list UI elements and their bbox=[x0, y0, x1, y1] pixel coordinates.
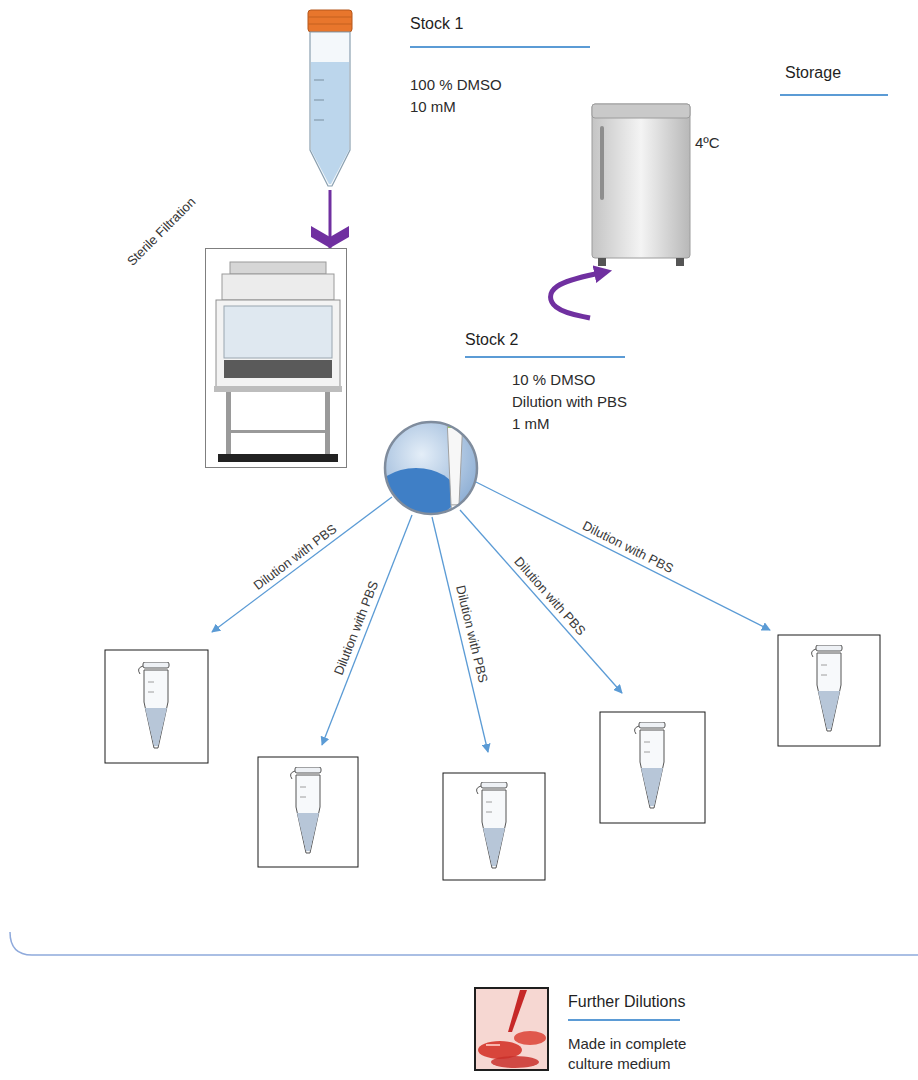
tube-boxes bbox=[105, 635, 880, 880]
cabinet-body bbox=[216, 300, 340, 388]
heading-underline bbox=[410, 46, 590, 48]
cap-ridge bbox=[308, 17, 352, 18]
safety-cabinet bbox=[214, 262, 342, 462]
tube-mark bbox=[314, 120, 324, 121]
eppendorf-tube bbox=[812, 645, 842, 731]
storage-group: Storage 4ºC bbox=[585, 55, 895, 272]
eppendorf-tube bbox=[635, 722, 665, 808]
cabinet-leg bbox=[325, 392, 330, 454]
stock-circle-group: Stock 2 10 % DMSO Dilution with PBS 1 mM bbox=[380, 318, 634, 518]
tube-cap bbox=[308, 10, 352, 32]
pipette bbox=[508, 990, 527, 1032]
photo-frame bbox=[475, 988, 548, 1070]
eppendorf-tube bbox=[477, 782, 507, 868]
arrow-label: Dilution with PBS bbox=[250, 521, 339, 593]
tube-body bbox=[310, 32, 350, 186]
culture-photo bbox=[475, 988, 548, 1070]
dilution-arrows bbox=[212, 482, 770, 752]
eppendorf-tube bbox=[291, 767, 321, 853]
cabinet-opening bbox=[224, 360, 332, 378]
culture-plate bbox=[514, 1031, 546, 1045]
pipette bbox=[447, 418, 463, 505]
fridge-foot bbox=[676, 258, 684, 266]
work-surface bbox=[214, 386, 342, 392]
tube-box bbox=[443, 773, 545, 880]
further-dilutions-group: Further DilutionsMade in complete cultur… bbox=[470, 982, 730, 1077]
storage-curved-arrow bbox=[551, 272, 605, 318]
process-chevron-arrow bbox=[329, 190, 332, 248]
arrow-label: Dilution with PBS bbox=[331, 578, 381, 676]
cabinet-sash bbox=[224, 306, 332, 358]
heading-underline bbox=[465, 356, 625, 358]
step-details: Made in complete culture medium bbox=[568, 1034, 698, 1074]
cabinet-floor bbox=[218, 454, 338, 462]
photo-ring bbox=[385, 422, 477, 514]
cabinet-crossbar bbox=[226, 430, 330, 433]
tube-liquid bbox=[311, 62, 349, 184]
tube-box bbox=[258, 757, 358, 867]
cabinet-top bbox=[230, 262, 326, 274]
tube-box bbox=[600, 712, 705, 823]
heading-underline bbox=[780, 94, 888, 96]
stock-heading: Stock 2 bbox=[465, 330, 518, 350]
group-bracket bbox=[10, 932, 918, 955]
fridge-body bbox=[592, 104, 690, 258]
fridge-foot bbox=[598, 258, 606, 266]
storage-heading: Storage bbox=[785, 63, 841, 83]
fridge-panel bbox=[592, 104, 690, 118]
fridge-handle bbox=[600, 126, 604, 200]
fridge bbox=[592, 104, 690, 266]
stock-tube-group: Stock 1 100 % DMSO 10 mM bbox=[300, 0, 600, 190]
cap-ridge bbox=[308, 24, 352, 25]
pipette-photo bbox=[376, 418, 484, 522]
step-heading: Further Dilutions bbox=[568, 992, 685, 1012]
stock-details: 100 % DMSO 10 mM bbox=[410, 74, 510, 118]
stock-heading: Stock 1 bbox=[410, 14, 463, 34]
eppendorf-tube bbox=[139, 662, 169, 748]
stock-details: 10 % DMSO Dilution with PBS 1 mM bbox=[512, 369, 634, 435]
falcon-tube bbox=[308, 10, 352, 186]
tube-mark bbox=[314, 100, 324, 101]
arrow-label: Dilution with PBS bbox=[511, 553, 588, 638]
process-label: Sterile Filtration bbox=[124, 194, 198, 268]
heading-underlines bbox=[410, 47, 888, 1020]
heading-underline bbox=[568, 1019, 680, 1021]
tube-box bbox=[778, 635, 880, 746]
safety-cabinet-box: Sterile Filtration bbox=[205, 248, 347, 468]
temperature-label: 4ºC bbox=[695, 132, 720, 154]
tube-box bbox=[105, 650, 208, 763]
tube-mark bbox=[314, 80, 324, 81]
cabinet-filter bbox=[222, 274, 334, 300]
plate-highlight bbox=[486, 1044, 500, 1046]
cabinet-leg bbox=[226, 392, 231, 454]
arrow-label: Dilution with PBS bbox=[453, 583, 491, 683]
culture-plate bbox=[491, 1056, 539, 1068]
dilution-arrow bbox=[322, 515, 412, 745]
arrow-label: Dilution with PBS bbox=[580, 518, 676, 576]
